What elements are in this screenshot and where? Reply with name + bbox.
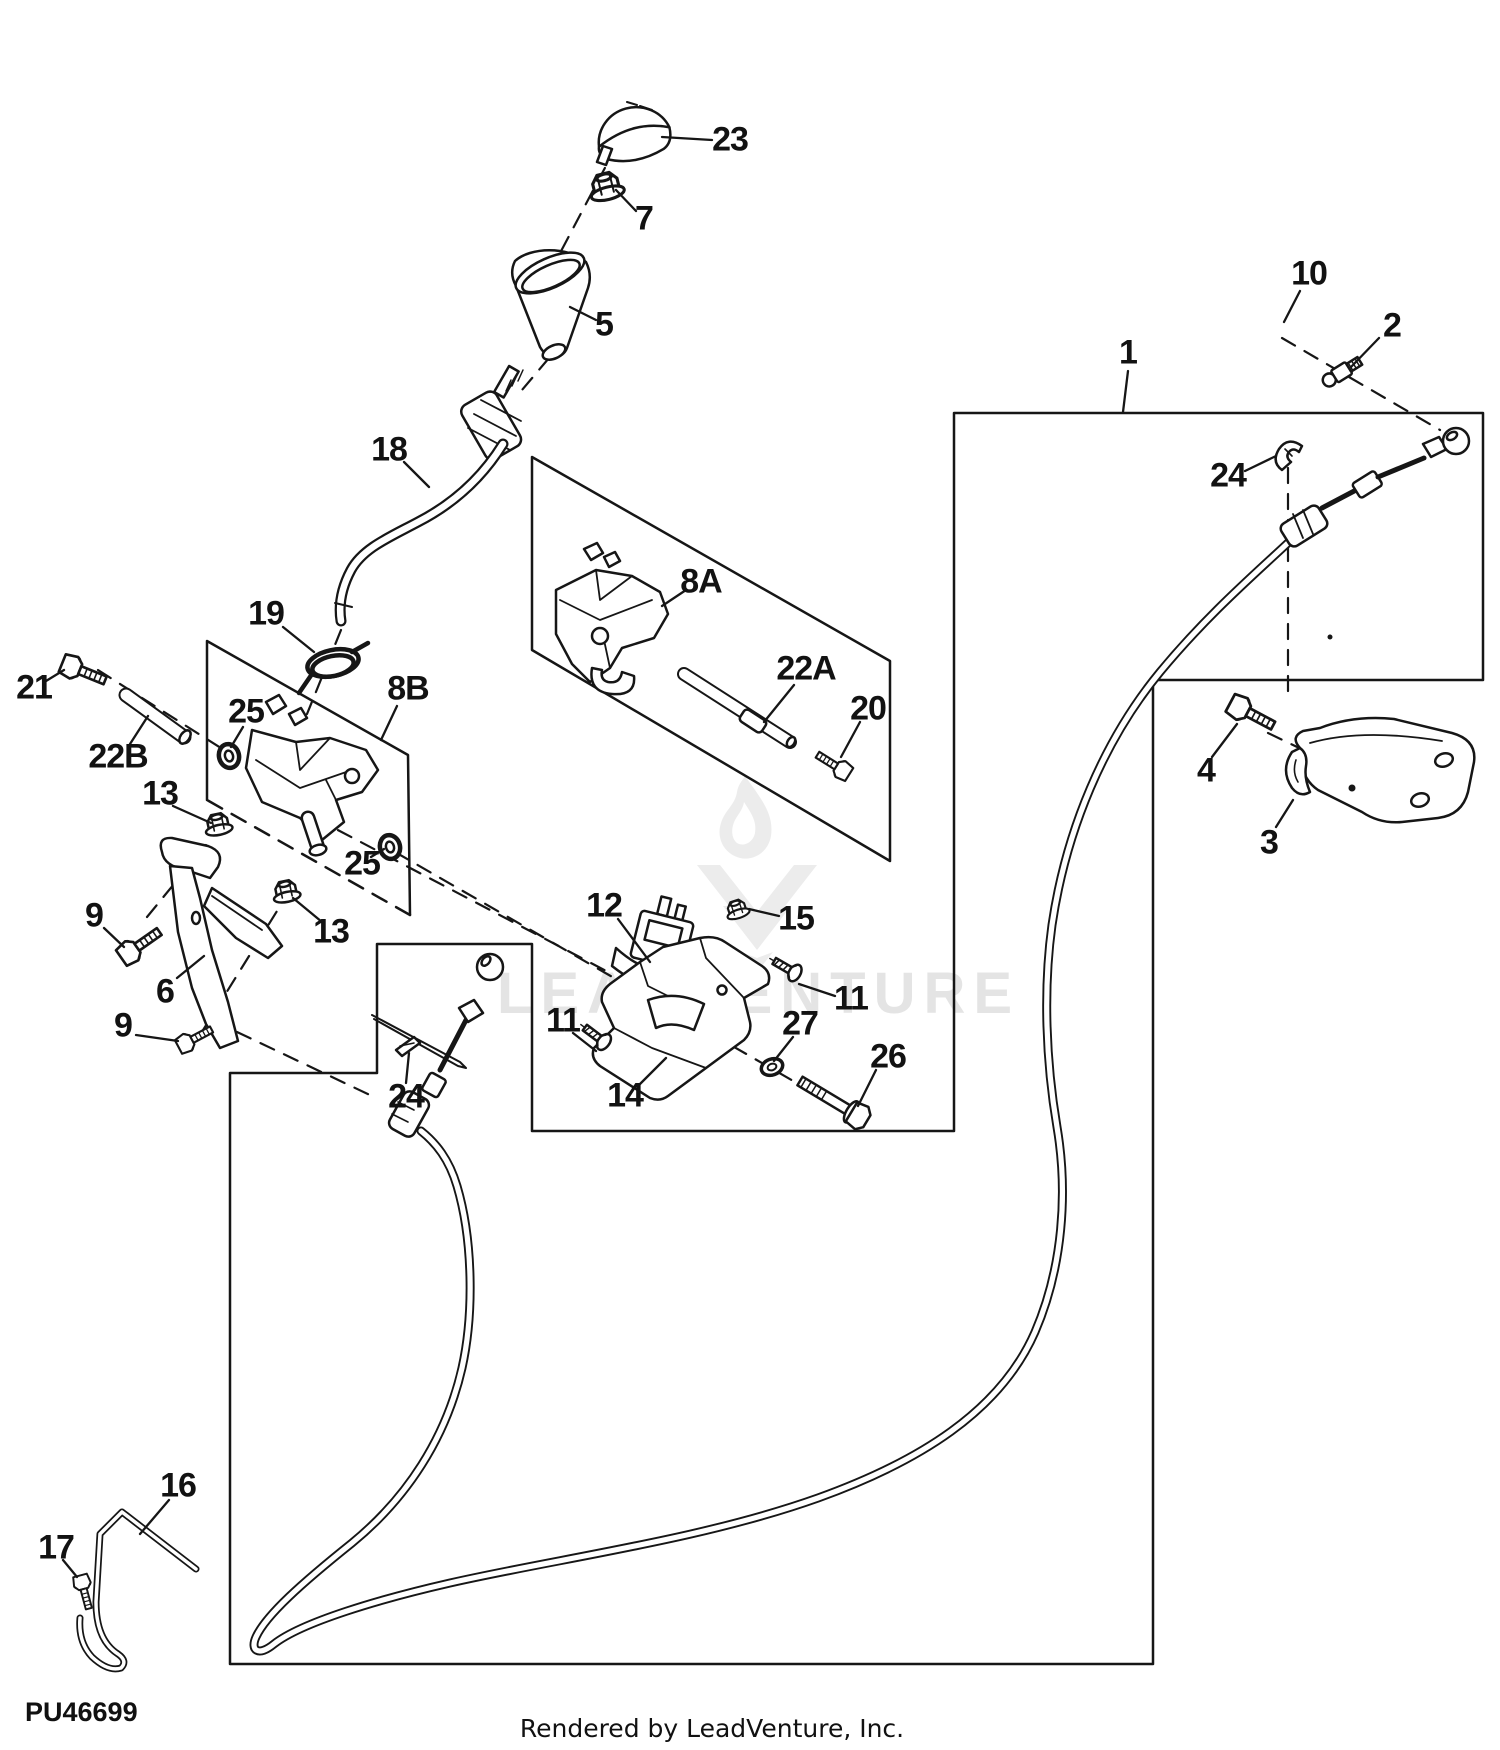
callout-8B: 8B <box>387 669 429 708</box>
part-1-shift-cable <box>249 536 1295 1656</box>
callout-20: 20 <box>850 689 887 728</box>
callout-18: 18 <box>371 430 408 469</box>
callout-16: 16 <box>160 1466 197 1505</box>
callout-19: 19 <box>248 594 285 633</box>
callout-13-2: 13 <box>313 912 350 951</box>
callout-13-1: 13 <box>142 774 179 813</box>
part-24-pin-lower <box>394 1035 422 1058</box>
callout-27: 27 <box>782 1004 819 1043</box>
drawing-code: PU46699 <box>25 1697 138 1727</box>
inset-box-8a <box>530 455 892 863</box>
part-24-clip-upper <box>1274 440 1304 472</box>
callout-24-2: 24 <box>388 1077 425 1116</box>
callout-7: 7 <box>635 199 654 238</box>
part-13-nut-1 <box>201 810 235 839</box>
callout-14: 14 <box>607 1076 644 1115</box>
callout-21: 21 <box>16 668 53 707</box>
stray-dot <box>1327 634 1333 640</box>
alignment-dashed-lines <box>96 143 1442 1098</box>
part-8a-housing <box>554 541 670 696</box>
callout-11-1: 11 <box>546 1001 581 1040</box>
callout-26: 26 <box>870 1037 907 1076</box>
part-7-nut <box>585 168 628 205</box>
footer-credit: Rendered by LeadVenture, Inc. <box>519 1714 905 1743</box>
callout-17: 17 <box>38 1528 75 1567</box>
cable-lower-end-fittings <box>371 952 505 1138</box>
inset-box-8b <box>205 639 412 917</box>
part-5-knob <box>510 249 591 361</box>
callout-12: 12 <box>586 886 623 925</box>
part-3-bracket <box>1284 716 1476 824</box>
callout-9-2: 9 <box>114 1006 133 1045</box>
callout-10: 10 <box>1291 254 1328 293</box>
part-8b-housing <box>244 693 380 857</box>
part-22b-spacer <box>118 687 192 745</box>
callout-1: 1 <box>1119 333 1138 372</box>
callout-5: 5 <box>595 305 614 344</box>
part-23-cap <box>595 101 672 167</box>
callout-2: 2 <box>1383 306 1402 345</box>
part-9-bolt-2 <box>173 1020 217 1057</box>
callout-22B: 22B <box>88 737 148 776</box>
callout-11-2: 11 <box>834 979 869 1018</box>
part-25-grommet-2 <box>377 833 402 861</box>
part-27-washer <box>759 1056 785 1078</box>
part-19-spring <box>296 640 371 696</box>
part-22a-tube <box>677 667 797 749</box>
part-18-shift-lever <box>334 364 524 627</box>
callout-3: 3 <box>1260 823 1279 862</box>
callout-6: 6 <box>156 972 175 1011</box>
callout-15: 15 <box>778 899 815 938</box>
part-26-bolt <box>796 1075 872 1131</box>
callout-8A: 8A <box>680 562 722 601</box>
callout-4: 4 <box>1197 751 1216 790</box>
cable-upper-end-fittings <box>1279 426 1471 548</box>
main-compartment-outline <box>228 411 1485 1666</box>
part-16-rod <box>76 1508 200 1673</box>
part-20-bolt <box>811 745 856 784</box>
callout-pointer-lines <box>44 135 1381 1579</box>
part-14-bracket <box>591 935 771 1101</box>
part-6-bracket <box>159 836 284 1050</box>
callout-24-1: 24 <box>1210 456 1247 495</box>
callout-25-1: 25 <box>228 692 265 731</box>
part-25-grommet-1 <box>216 742 241 770</box>
callout-9-1: 9 <box>85 896 104 935</box>
callout-25-2: 25 <box>344 844 381 883</box>
callout-22A: 22A <box>776 649 836 688</box>
callout-23: 23 <box>712 120 749 159</box>
leadventure-watermark-icon <box>697 776 817 972</box>
